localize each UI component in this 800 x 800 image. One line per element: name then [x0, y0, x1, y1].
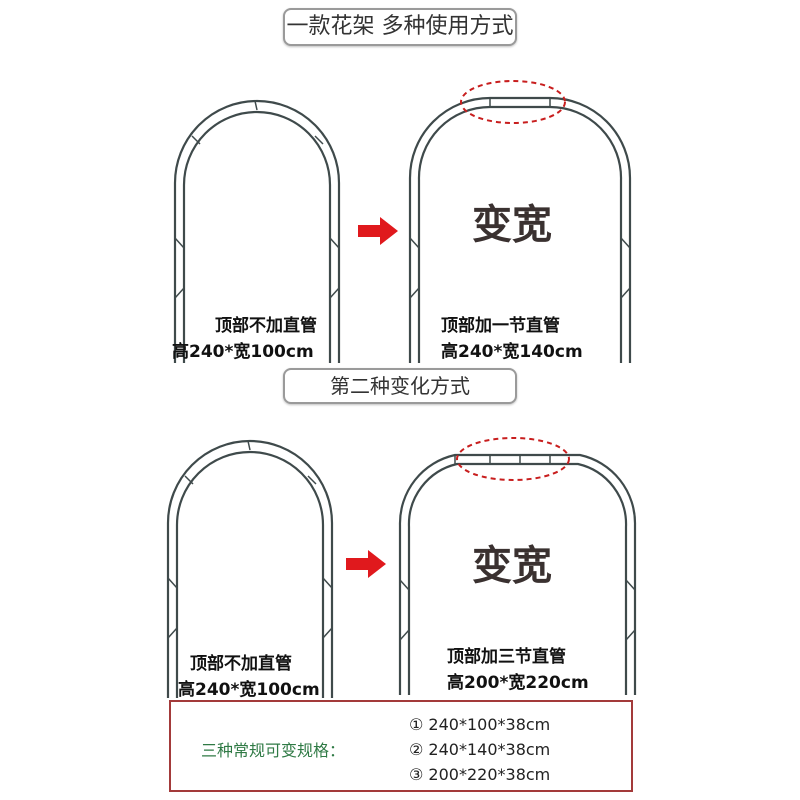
spec-item-3: ③ 200*220*38cm	[409, 765, 551, 784]
caption-left-2-line1: 顶部不加直管	[190, 654, 292, 674]
caption-left-1-line1: 顶部不加直管	[215, 316, 317, 336]
highlight-ellipse-top-2	[456, 437, 570, 481]
caption-right-1: 顶部加一节直管 高240*宽140cm	[441, 313, 583, 365]
section-title-1: 一款花架 多种使用方式	[283, 8, 517, 46]
spec-box: 三种常规可变规格： ① 240*100*38cm ② 240*140*38cm …	[169, 700, 633, 792]
arch-frame-narrow-top	[173, 99, 341, 363]
caption-right-2-line1: 顶部加三节直管	[447, 647, 566, 667]
widen-label-1: 变宽	[472, 202, 552, 248]
spec-title: 三种常规可变规格：	[201, 741, 346, 760]
caption-left-2-line2: 高240*宽100cm	[178, 680, 320, 700]
caption-left-1-line2: 高240*宽100cm	[172, 342, 314, 362]
section-title-1-text: 一款花架 多种使用方式	[286, 14, 514, 39]
arch-frame-wider-one-piece	[408, 80, 632, 363]
caption-right-1-line1: 顶部加一节直管	[441, 316, 560, 336]
arch-frame-wider-three-pieces	[398, 437, 637, 695]
spec-list: ① 240*100*38cm ② 240*140*38cm ③ 200*220*…	[409, 712, 550, 787]
spec-item-2: ② 240*140*38cm	[409, 740, 551, 759]
arrow-right-icon	[358, 217, 398, 245]
arrow-right-icon-2	[346, 550, 386, 578]
section-title-2-text: 第二种变化方式	[330, 374, 470, 398]
caption-left-1: 顶部不加直管 高240*宽100cm	[172, 313, 317, 365]
arch-frame-narrow-bottom	[166, 439, 334, 698]
section-title-2: 第二种变化方式	[283, 368, 517, 404]
caption-right-2: 顶部加三节直管 高200*宽220cm	[447, 644, 589, 696]
caption-right-1-line2: 高240*宽140cm	[441, 342, 583, 362]
highlight-ellipse-top-1	[460, 80, 566, 124]
widen-label-2: 变宽	[472, 543, 552, 589]
caption-right-2-line2: 高200*宽220cm	[447, 673, 589, 693]
spec-item-1: ① 240*100*38cm	[409, 715, 551, 734]
caption-left-2: 顶部不加直管 高240*宽100cm	[178, 651, 320, 703]
